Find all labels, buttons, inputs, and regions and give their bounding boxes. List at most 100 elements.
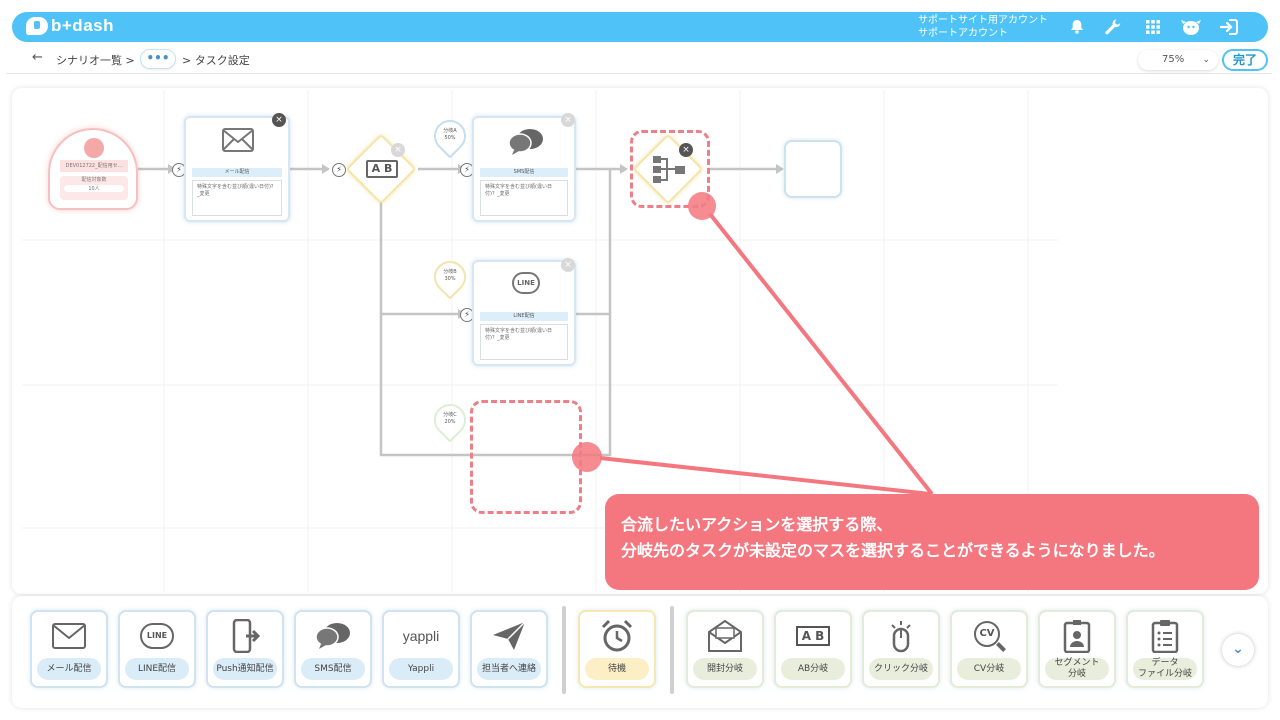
callout-line-2: 分岐先のタスクが未設定のマスを選択することができるようになりました。 — [621, 541, 1165, 560]
card-body: 特殊文字を含む並び順(違い日付)？_変更 — [480, 324, 568, 360]
tile-label: SMS配信 — [301, 658, 365, 680]
breadcrumb-scenario-list[interactable]: シナリオ一覧 > — [56, 54, 135, 67]
card-body: 特殊文字を含む並び順(違い日付)？_変更 — [480, 180, 568, 216]
breadcrumb-current: > タスク設定 — [182, 54, 250, 67]
brand-logo[interactable]: b+dash — [26, 16, 114, 36]
envelope-icon — [51, 618, 87, 654]
palette-notify-staff[interactable]: 担当者へ連絡 — [470, 610, 548, 688]
tile-label: 担当者へ連絡 — [477, 658, 541, 680]
tile-label: Yappli — [389, 658, 453, 680]
breadcrumb-more-button[interactable]: ••• — [140, 49, 176, 69]
palette-mail[interactable]: メール配信 — [30, 610, 108, 688]
open-mail-icon — [707, 618, 743, 654]
branch-pct: 50% — [444, 135, 456, 141]
brand-name: b+dash — [51, 16, 114, 35]
palette-line[interactable]: LINE LINE配信 — [118, 610, 196, 688]
palette-ab-branch[interactable]: A B AB分岐 — [774, 610, 852, 688]
chat-bubbles-icon — [508, 129, 543, 155]
empty-branch-slot[interactable] — [470, 400, 582, 514]
envelope-icon — [222, 128, 254, 152]
merge-selection-highlight — [630, 130, 710, 208]
close-icon[interactable]: × — [272, 113, 286, 127]
line-task-card[interactable]: LINE LINE配信 特殊文字を含む並び順(違い日付)？_変更 — [472, 260, 576, 366]
back-arrow-icon[interactable]: ← — [32, 50, 43, 65]
action-palette: メール配信 LINE LINE配信 Push通知配信 SMS配信 yappli … — [12, 596, 1268, 708]
tile-label: データ ファイル分岐 — [1133, 658, 1197, 680]
grid-icon[interactable] — [1142, 16, 1164, 38]
target-count: 10人 — [64, 185, 124, 192]
palette-divider — [562, 606, 566, 694]
yappli-icon: yappli — [393, 618, 449, 654]
branch-name: 分岐B — [443, 269, 457, 275]
close-icon[interactable]: × — [679, 143, 693, 157]
mascot-icon[interactable] — [1180, 16, 1202, 38]
wrench-icon[interactable] — [1102, 16, 1124, 38]
branch-pct: 20% — [444, 419, 456, 425]
people-icon — [84, 138, 104, 158]
tile-label: クリック分岐 — [869, 658, 933, 680]
id-badge-icon — [1059, 618, 1095, 654]
sms-task-card[interactable]: SMS配信 特殊文字を含む並び順(違い日付)？_変更 — [472, 116, 576, 222]
account-user: サポートアカウント — [918, 28, 1008, 39]
close-icon[interactable]: × — [561, 113, 575, 127]
target-label: 配信対象数 — [81, 177, 107, 183]
close-icon[interactable]: × — [561, 258, 575, 272]
tile-label: セグメント 分岐 — [1045, 658, 1109, 680]
chat-bubbles-icon — [315, 618, 351, 654]
tile-label: 待機 — [585, 658, 649, 680]
segment-target: 配信対象数 10人 — [60, 176, 128, 200]
annotation-callout: 合流したいアクションを選択する際、 分岐先のタスクが未設定のマスを選択することが… — [605, 494, 1259, 590]
mouse-click-icon — [883, 618, 919, 654]
merge-hierarchy-icon — [653, 156, 685, 183]
close-icon[interactable]: × — [391, 143, 405, 157]
palette-segment-branch[interactable]: セグメント 分岐 — [1038, 610, 1116, 688]
tile-label: AB分岐 — [781, 658, 845, 680]
palette-push[interactable]: Push通知配信 — [206, 610, 284, 688]
account-info[interactable]: サポートサイト用アカウント サポートアカウント — [918, 14, 1048, 40]
top-bar: b+dash サポートサイト用アカウント サポートアカウント — [12, 12, 1268, 42]
cv-glyph: CV — [974, 621, 1000, 647]
card-body: 特殊文字を含む並び順(違い日付)？_変更 — [192, 180, 282, 216]
tile-label: メール配信 — [37, 658, 101, 680]
palette-yappli[interactable]: yappli Yappli — [382, 610, 460, 688]
palette-click-branch[interactable]: クリック分岐 — [862, 610, 940, 688]
account-name: サポートサイト用アカウント — [918, 15, 1048, 26]
line-logo-icon: LINE — [512, 272, 540, 294]
bell-icon[interactable] — [1066, 16, 1088, 38]
tile-label: 開封分岐 — [693, 658, 757, 680]
ab-icon: A B — [795, 618, 831, 654]
cv-search-icon: CV — [971, 618, 1007, 654]
segment-label: DEV012722_配信用セ... — [60, 160, 128, 172]
palette-cv-branch[interactable]: CV CV分岐 — [950, 610, 1028, 688]
logout-icon[interactable] — [1218, 16, 1240, 38]
paper-plane-icon — [491, 618, 527, 654]
card-title: メール配信 — [192, 168, 282, 177]
palette-wait[interactable]: 待機 — [578, 610, 656, 688]
zoom-value: 75% — [1162, 54, 1185, 65]
palette-divider — [670, 606, 674, 694]
start-segment-node[interactable]: DEV012722_配信用セ... 配信対象数 10人 — [48, 128, 138, 210]
clipboard-list-icon — [1147, 618, 1183, 654]
yappli-logo: yappli — [402, 628, 440, 644]
phone-push-icon — [227, 618, 263, 654]
tile-label: Push通知配信 — [213, 658, 277, 680]
palette-datafile-branch[interactable]: データ ファイル分岐 — [1126, 610, 1204, 688]
mail-task-card[interactable]: メール配信 特殊文字を含む並び順(違い日付)？_変更 — [184, 116, 290, 222]
logo-bubble-icon — [26, 17, 48, 35]
palette-sms[interactable]: SMS配信 — [294, 610, 372, 688]
trigger-bolt-icon: ⚡ — [332, 163, 346, 177]
ab-icon: A B — [366, 160, 398, 178]
line-icon: LINE — [139, 618, 175, 654]
empty-task-slot[interactable] — [784, 140, 842, 198]
done-button[interactable]: 完了 — [1222, 49, 1268, 71]
tile-label: CV分岐 — [957, 658, 1021, 680]
zoom-select[interactable]: 75% ⌄ — [1138, 50, 1218, 70]
palette-open-branch[interactable]: 開封分岐 — [686, 610, 764, 688]
palette-scroll-down-button[interactable]: ⌄ — [1222, 634, 1254, 666]
callout-line-1: 合流したいアクションを選択する際、 — [621, 515, 893, 534]
branch-pct: 30% — [444, 276, 456, 282]
ab-glyph: A B — [796, 626, 830, 646]
